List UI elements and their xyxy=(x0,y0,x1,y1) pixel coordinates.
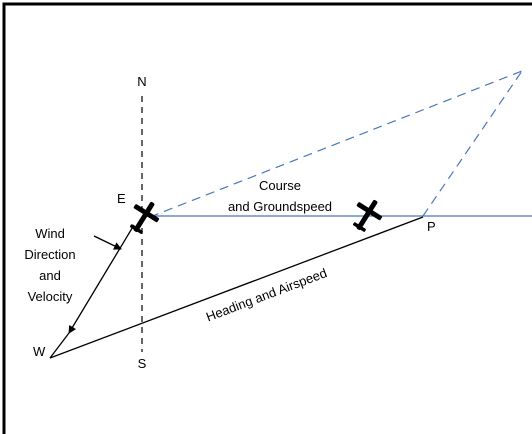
airplane-icon xyxy=(352,200,383,232)
wind-vector xyxy=(68,224,135,334)
wind-label-line-1: Wind xyxy=(35,226,65,241)
wind-label-pointer xyxy=(93,235,122,250)
wind-vector-tail xyxy=(49,332,70,359)
heading-airspeed-label: Heading and Airspeed xyxy=(204,265,329,324)
south-label: S xyxy=(138,356,147,371)
wind-label-line-2: Direction xyxy=(24,247,75,262)
west-label: W xyxy=(33,344,46,359)
dashed-upper-line xyxy=(149,70,523,218)
wind-label-line-4: Velocity xyxy=(28,289,73,304)
east-label: E xyxy=(117,191,126,206)
point-p-label: P xyxy=(427,219,436,234)
wind-label-line-3: and xyxy=(39,268,61,283)
heading-airspeed-line xyxy=(49,216,424,359)
dashed-right-line xyxy=(422,70,523,217)
course-label-line-2: and Groundspeed xyxy=(228,199,332,214)
north-label: N xyxy=(137,74,146,89)
airplane-icon xyxy=(129,202,160,234)
course-label-line-1: Course xyxy=(259,178,301,193)
